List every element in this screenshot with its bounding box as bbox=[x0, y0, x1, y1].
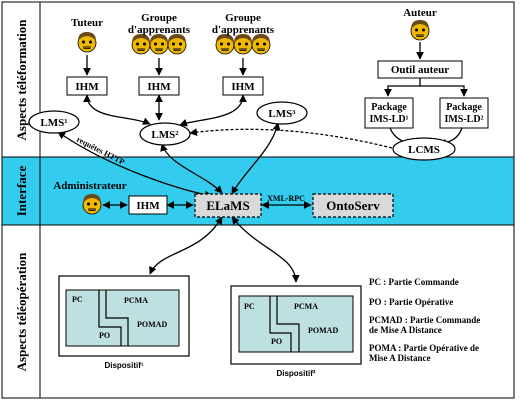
elams-box: ELaMS bbox=[194, 193, 262, 218]
side-label-interface: Interface bbox=[14, 166, 29, 217]
tuteur-label: Tuteur bbox=[71, 17, 103, 29]
dispositif-2-pc: PC bbox=[244, 302, 255, 311]
dispositif-1-pc: PC bbox=[72, 295, 83, 304]
legend-po: PO : Partie Opérative bbox=[369, 297, 453, 307]
ontoserv-box: OntoServ bbox=[312, 193, 394, 218]
ihm-box-2: IHM bbox=[138, 76, 180, 96]
groupe-2-face-icon bbox=[215, 33, 235, 55]
dispositif-2-pcma: PCMA bbox=[294, 302, 318, 311]
dispositif-2-pomad: POMAD bbox=[308, 326, 338, 335]
ontoserv-label: OntoServ bbox=[326, 198, 380, 213]
tuteur-face-icon bbox=[77, 31, 97, 53]
package-ims-ld-1: Package IMS-LD¹ bbox=[364, 97, 414, 129]
dispositif-1: PC PCMA PO POMAD Dispositif¹ bbox=[58, 275, 190, 370]
lms2-ellipse: LMS² bbox=[139, 122, 191, 146]
package-ims-ld-2: Package IMS-LD² bbox=[439, 97, 489, 129]
package-2-line2: IMS-LD² bbox=[444, 114, 483, 125]
groupe-1-face-icon bbox=[149, 33, 169, 55]
dispositif-1-caption: Dispositif¹ bbox=[104, 361, 143, 370]
administrateur-face-icon bbox=[82, 193, 102, 215]
legend-pc: PC : Partie Commande bbox=[369, 277, 459, 287]
lcms-ellipse: LCMS bbox=[392, 137, 456, 161]
legend-poma-line2: Mise A Distance bbox=[369, 353, 431, 363]
dispositif-2: PC PCMA PO POMAD Dispositif² bbox=[230, 285, 362, 378]
lms2-label: LMS² bbox=[151, 129, 179, 141]
legend-pcmad-line1: PCMAD : Partie Commande bbox=[369, 315, 480, 325]
lms1-label: LMS¹ bbox=[40, 117, 67, 129]
legend-poma-line1: POMA : Partie Opérative de bbox=[369, 343, 479, 353]
lcms-label: LCMS bbox=[408, 144, 440, 156]
outil-auteur-box: Outil auteur bbox=[377, 60, 463, 79]
ihm-interface-label: IHM bbox=[136, 200, 160, 212]
xml-rpc-label: XML-RPC bbox=[267, 194, 305, 203]
dispositif-1-pcma: PCMA bbox=[124, 296, 148, 305]
dispositif-1-pomad: POMAD bbox=[137, 320, 167, 329]
administrateur-actor: Administrateur bbox=[53, 180, 127, 215]
ihm-3-label: IHM bbox=[231, 81, 255, 93]
ihm-1-label: IHM bbox=[75, 81, 99, 93]
dispositif-2-po: PO bbox=[271, 337, 282, 346]
lms1-ellipse: LMS¹ bbox=[28, 110, 80, 134]
ihm-box-3: IHM bbox=[222, 76, 264, 96]
package-2-line1: Package bbox=[446, 102, 482, 113]
tuteur-actor: Tuteur bbox=[71, 17, 103, 53]
package-1-line1: Package bbox=[371, 102, 407, 113]
package-1-line2: IMS-LD¹ bbox=[369, 114, 408, 125]
outil-auteur-label: Outil auteur bbox=[391, 64, 449, 76]
groupe-2-face-icon bbox=[233, 33, 253, 55]
ihm-box-1: IHM bbox=[66, 76, 108, 96]
elams-label: ELaMS bbox=[206, 198, 249, 213]
groupe-1-face-icon bbox=[167, 33, 187, 55]
legend: PC : Partie Commande PO : Partie Opérati… bbox=[369, 277, 480, 363]
ihm-interface-box: IHM bbox=[128, 195, 168, 215]
groupe-1-face-icon bbox=[131, 33, 151, 55]
legend-pcmad-line2: de Mise A Distance bbox=[369, 325, 442, 335]
side-label-teleoperation: Aspects téléopération bbox=[14, 252, 29, 372]
auteur-actor: Auteur bbox=[403, 7, 437, 41]
groupe-2-face-icon bbox=[251, 33, 271, 55]
ihm-2-label: IHM bbox=[147, 81, 171, 93]
administrateur-label: Administrateur bbox=[53, 180, 126, 192]
lms3-ellipse: LMS³ bbox=[256, 101, 308, 125]
dispositif-1-po: PO bbox=[99, 331, 110, 340]
auteur-face-icon bbox=[410, 19, 430, 41]
auteur-label: Auteur bbox=[403, 7, 437, 19]
lms3-label: LMS³ bbox=[268, 108, 296, 120]
side-label-teleformation: Aspects téléformation bbox=[14, 19, 29, 141]
dispositif-2-caption: Dispositif² bbox=[276, 369, 315, 378]
